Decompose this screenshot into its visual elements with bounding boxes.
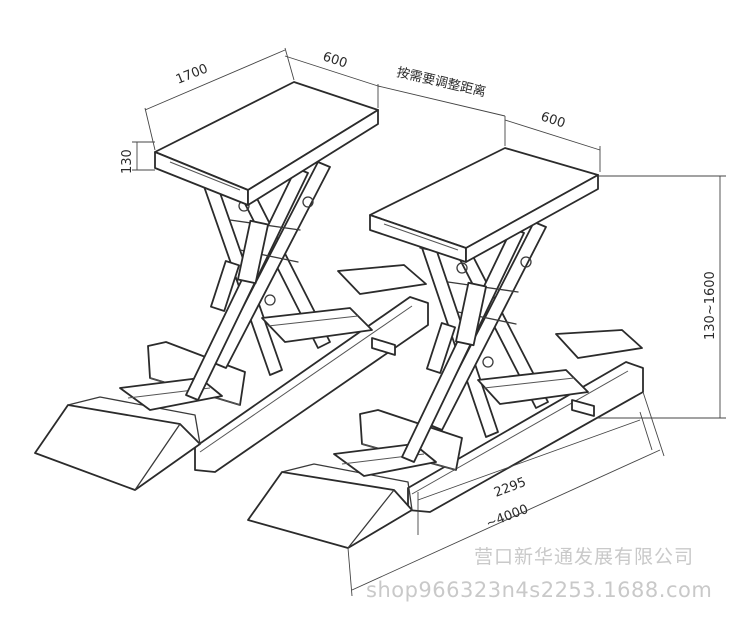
left-base-rail	[194, 264, 429, 473]
dim-lift-range: 130~1600	[703, 271, 718, 340]
dim-platform-length: 1700	[174, 61, 210, 87]
dim-platform-width-right: 600	[539, 110, 567, 132]
dim-platform-height: 130	[120, 149, 135, 174]
dim-total-length: ~4000	[484, 502, 530, 532]
left-platform	[154, 81, 379, 206]
dim-platform-width-left: 600	[321, 50, 349, 72]
left-scissor	[185, 161, 373, 401]
dim-spacing-note: 按需要调整距离	[395, 64, 487, 100]
dim-inner-length: 2295	[492, 475, 528, 501]
right-lift	[247, 147, 644, 549]
right-platform	[369, 147, 599, 263]
left-lift	[34, 81, 429, 491]
watermark-company: 营口新华通发展有限公司	[474, 546, 695, 568]
watermark-shop-url: shop966323n4s2253.1688.com	[366, 578, 713, 602]
